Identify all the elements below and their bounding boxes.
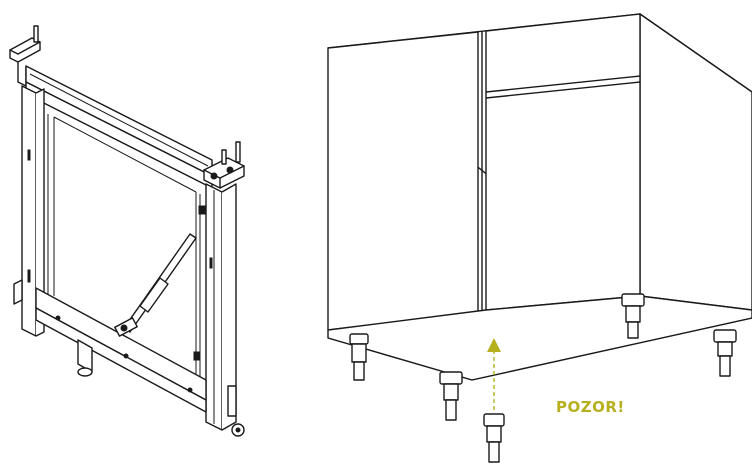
gas-spring-strut	[114, 233, 197, 337]
top-rail	[25, 65, 213, 189]
hanger-bracket-right	[203, 141, 245, 189]
cabinet-leg-front-left	[349, 333, 369, 381]
insert-leg-arrow-icon	[487, 338, 501, 410]
cabinet-leg-back-right	[713, 329, 737, 377]
cabinet-illustration	[327, 13, 752, 463]
cabinet-leg-front-mid	[439, 371, 463, 421]
cabinet-leg-back-mid	[621, 293, 645, 339]
right-post	[193, 183, 245, 437]
bottom-rail	[35, 287, 207, 413]
left-post	[13, 85, 45, 337]
pull-out-frame-illustration	[9, 25, 245, 437]
detached-cabinet-leg	[483, 413, 505, 463]
warning-label: POZOR!	[556, 398, 625, 416]
inner-frame	[47, 114, 201, 388]
